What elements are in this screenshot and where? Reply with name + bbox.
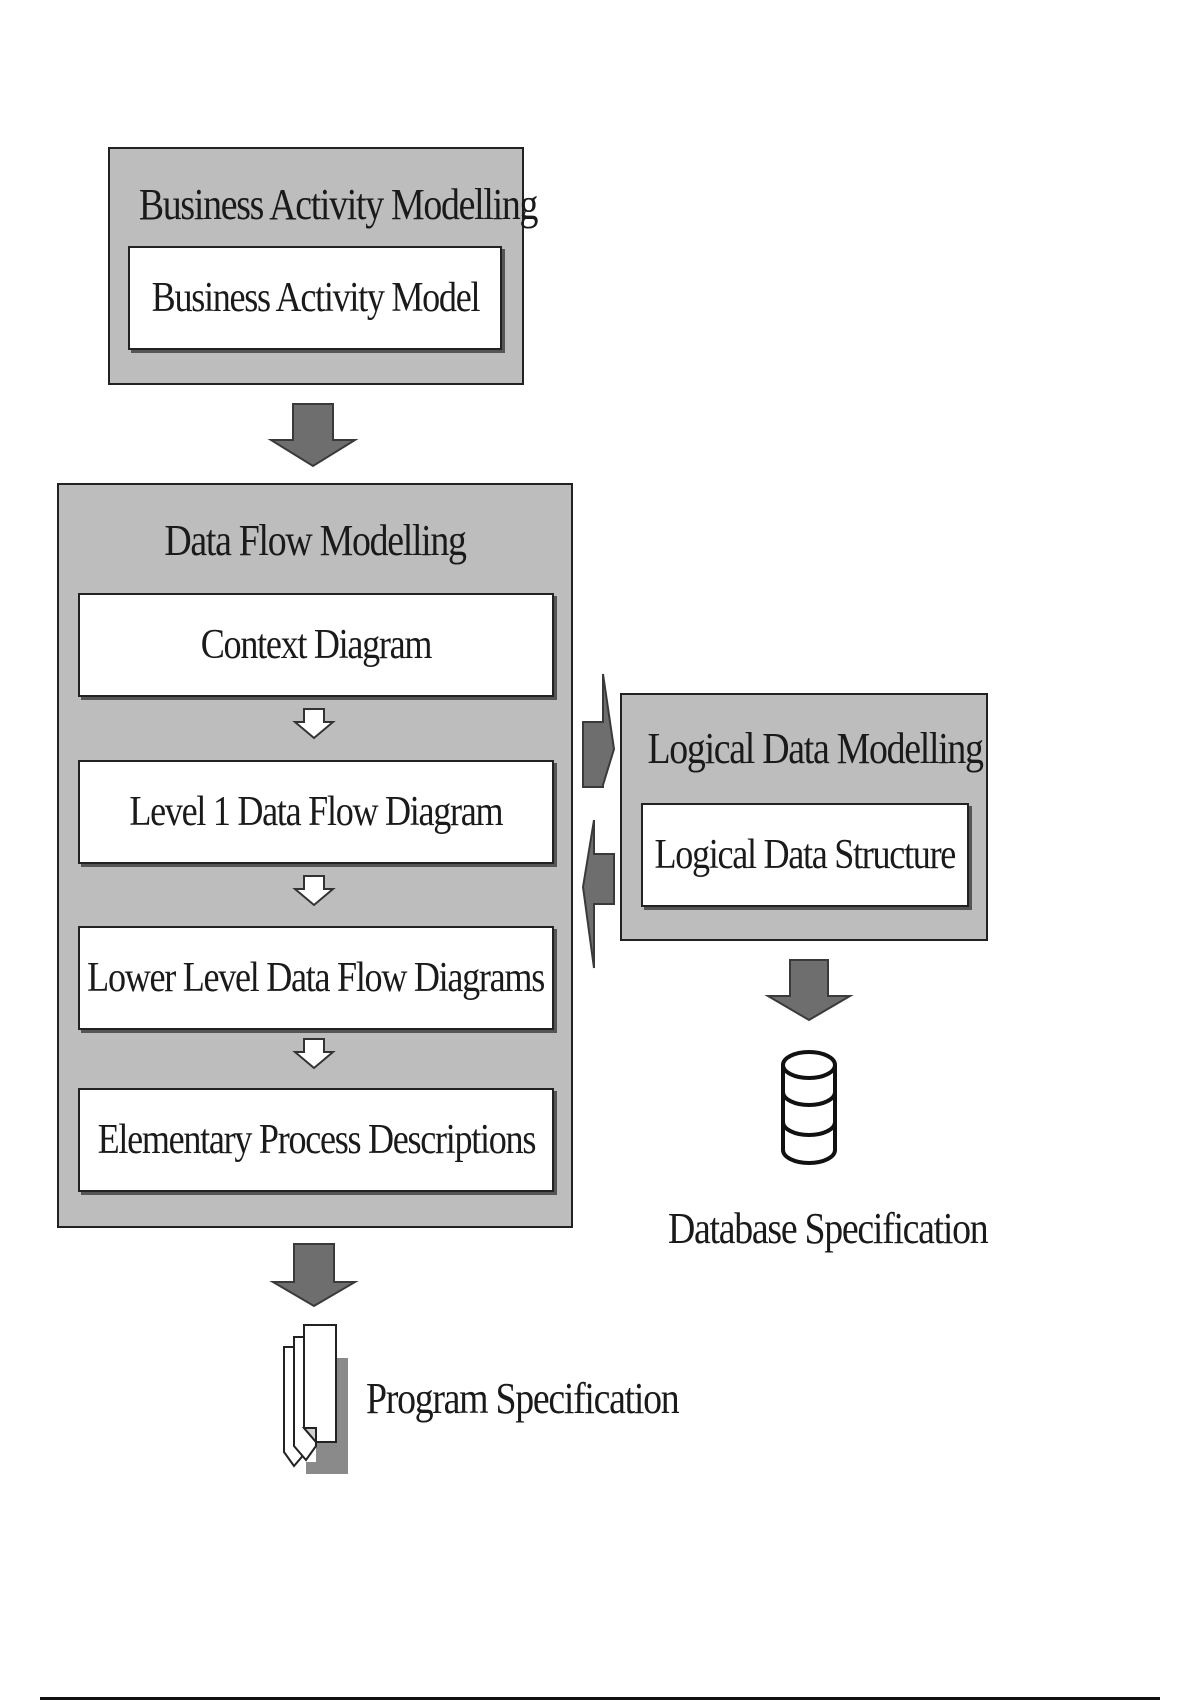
group-title: Business Activity Modelling: [138, 180, 539, 229]
database-icon: [781, 1050, 837, 1165]
elementary-process-descriptions-box: Elementary Process Descriptions: [78, 1088, 554, 1192]
level-1-dfd-box: Level 1 Data Flow Diagram: [78, 760, 554, 864]
logical-data-modelling-group: Logical Data Modelling Logical Data Stru…: [620, 693, 988, 941]
right-arrow-icon: [582, 673, 616, 788]
logical-data-structure-box: Logical Data Structure: [641, 803, 969, 907]
small-down-arrow-icon: [292, 708, 336, 740]
group-title: Data Flow Modelling: [164, 516, 467, 565]
down-arrow-icon: [269, 1243, 359, 1308]
box-label: Elementary Process Descriptions: [97, 1117, 536, 1163]
box-label: Logical Data Structure: [654, 832, 957, 878]
box-label: Level 1 Data Flow Diagram: [129, 789, 504, 835]
database-specification-label: Database Specification: [668, 1204, 989, 1253]
data-flow-modelling-group: Data Flow Modelling Context Diagram Leve…: [57, 483, 573, 1228]
small-down-arrow-icon: [292, 875, 336, 907]
context-diagram-box: Context Diagram: [78, 593, 554, 697]
lower-level-dfd-box: Lower Level Data Flow Diagrams: [78, 926, 554, 1030]
program-specification-label: Program Specification: [366, 1374, 680, 1423]
group-title: Logical Data Modelling: [647, 724, 984, 773]
box-label: Context Diagram: [200, 622, 433, 668]
small-down-arrow-icon: [292, 1038, 336, 1070]
down-arrow-icon: [267, 403, 359, 468]
bottom-rule: [40, 1697, 1160, 1700]
box-label: Lower Level Data Flow Diagrams: [87, 955, 546, 1001]
left-arrow-icon: [581, 819, 615, 969]
box-label: Business Activity Model: [151, 275, 480, 321]
business-activity-modelling-group: Business Activity Modelling Business Act…: [108, 147, 539, 385]
document-stack-icon: [283, 1324, 348, 1474]
business-activity-model-box: Business Activity Model: [128, 246, 502, 350]
down-arrow-icon: [764, 959, 854, 1022]
